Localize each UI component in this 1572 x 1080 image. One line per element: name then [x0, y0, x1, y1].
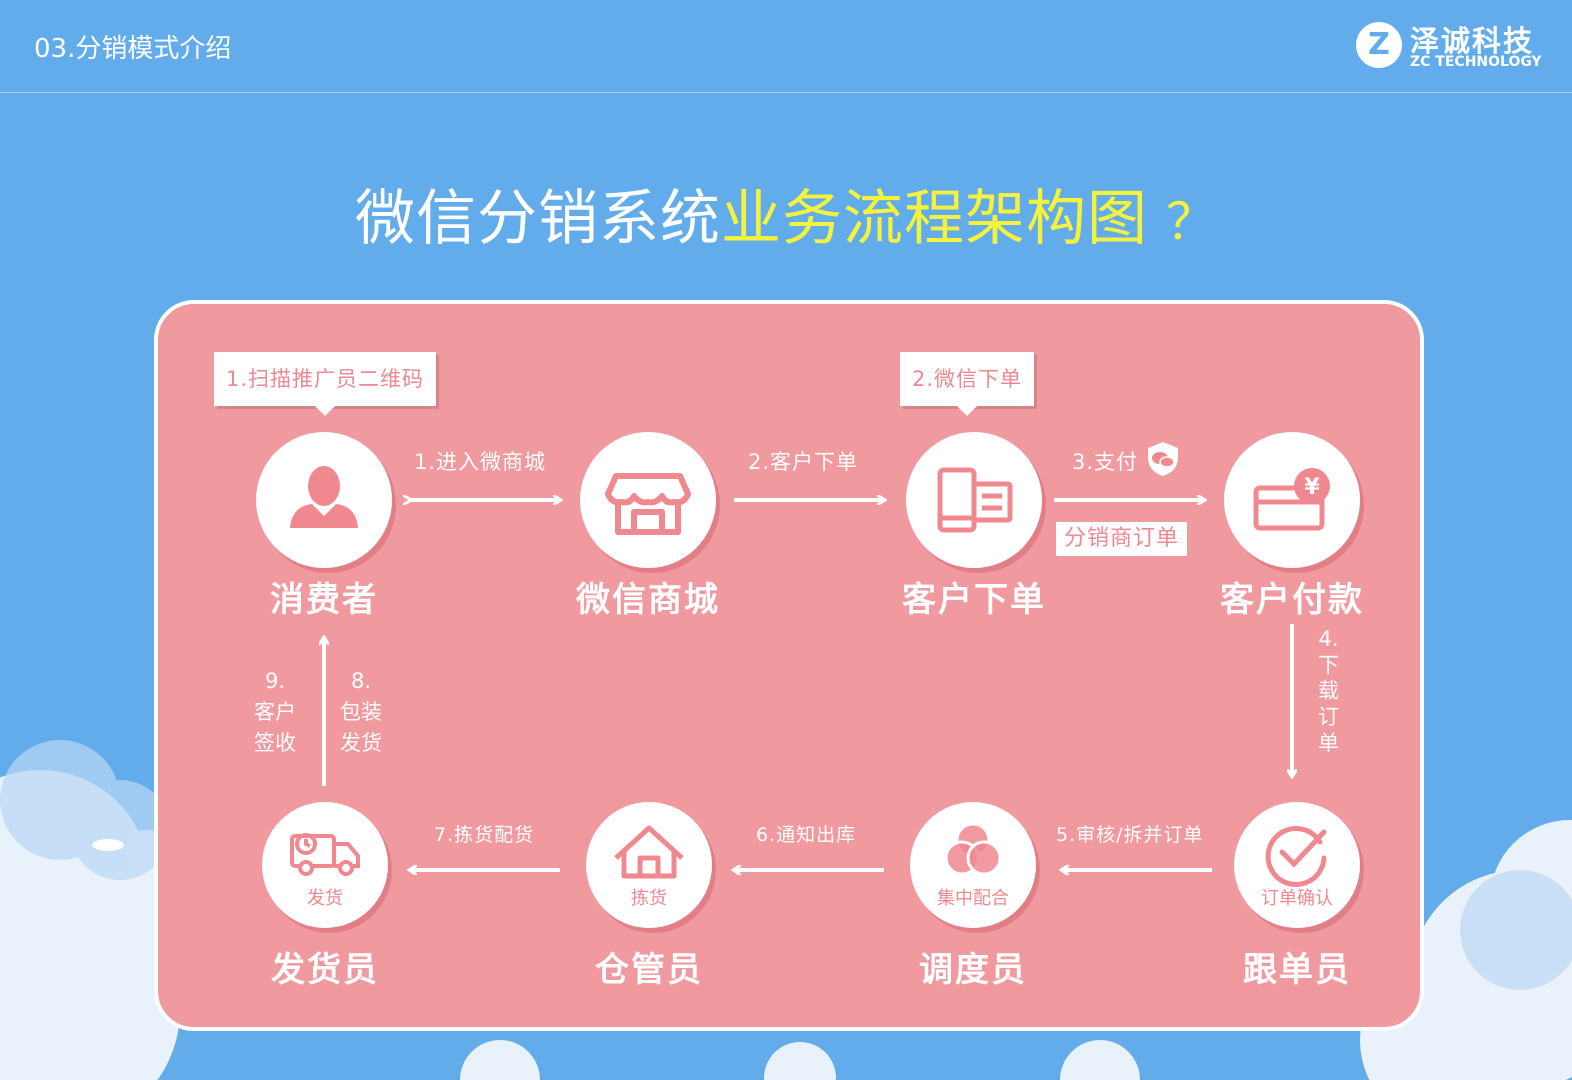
callout-scan-qr: 1.扫描推广员二维码 [214, 352, 437, 416]
caption-follow: 订单确认 [1261, 888, 1333, 909]
edge-label-download-order: 4. 下 载 订 单 [1318, 627, 1339, 755]
distributor-order-tag: 分销商订单 [1056, 522, 1188, 556]
label-pay: 客户付款 [1220, 580, 1364, 620]
phone-order-icon [937, 467, 1013, 533]
caption-dispatch: 集中配合 [937, 888, 1009, 909]
caption-shipper: 发货 [307, 888, 343, 909]
edge-label-enter-mall: 1.进入微商城 [414, 450, 547, 474]
edge-label-pick: 7.拣货配货 [434, 824, 535, 846]
store-icon [605, 473, 691, 535]
company-logo: Z 泽诚科技 ZC TECHNOLOGY [1356, 20, 1556, 76]
node-consumer [256, 432, 392, 568]
edge-label-sign: 9. 客户 签收 [254, 669, 296, 755]
logo-mark-icon: Z [1356, 22, 1402, 68]
edge-label-notify: 6.通知出库 [756, 824, 857, 846]
edge-label-review: 5.审核/拆并订单 [1056, 824, 1204, 846]
title-part-white: 微信分销系统 [355, 184, 721, 254]
wechat-pay-icon [1148, 442, 1178, 476]
label-consumer: 消费者 [270, 580, 378, 620]
label-dispatch: 调度员 [919, 950, 1027, 990]
label-mall: 微信商城 [576, 580, 720, 620]
page-title: 微信分销系统业务流程架构图 ？ [0, 170, 1572, 257]
label-follow: 跟单员 [1243, 950, 1351, 990]
node-order [906, 432, 1042, 568]
edge-label-customer-order: 2.客户下单 [748, 450, 859, 474]
label-shipper: 发货员 [271, 950, 379, 990]
title-part-yellow: 业务流程架构图 [721, 184, 1148, 254]
venn-icon [944, 822, 1002, 876]
label-order: 客户下单 [902, 580, 1046, 620]
node-pay: ¥ [1224, 432, 1360, 568]
node-follow: 订单确认 [1234, 802, 1360, 928]
header-divider [0, 92, 1572, 93]
flow-panel: 1.扫描推广员二维码 2.微信下单 [154, 300, 1424, 1031]
edge-label-pack: 8. 包装 发货 [340, 669, 382, 755]
flow-arrows [158, 304, 1428, 1035]
edge-label-pay: 3.支付 [1072, 450, 1139, 474]
callout-wechat-order: 2.微信下单 [900, 352, 1035, 416]
node-dispatch: 集中配合 [910, 802, 1036, 928]
node-shipper: 发货 [262, 802, 388, 928]
person-icon [290, 466, 358, 528]
truck-icon [290, 833, 360, 876]
card-payment-icon: ¥ [1253, 468, 1330, 531]
node-mall [580, 432, 716, 568]
house-icon [614, 825, 684, 879]
node-warehouse: 拣货 [586, 802, 712, 928]
logo-name-cn: 泽诚科技 [1410, 24, 1535, 58]
check-circle-icon [1265, 826, 1327, 887]
section-title: 03.分销模式介绍 [34, 34, 232, 64]
label-warehouse: 仓管员 [595, 950, 703, 990]
svg-text:¥: ¥ [1304, 475, 1320, 500]
caption-warehouse: 拣货 [631, 888, 667, 909]
title-question-mark: ？ [1166, 193, 1217, 251]
logo-name-en: ZC TECHNOLOGY [1410, 54, 1542, 70]
